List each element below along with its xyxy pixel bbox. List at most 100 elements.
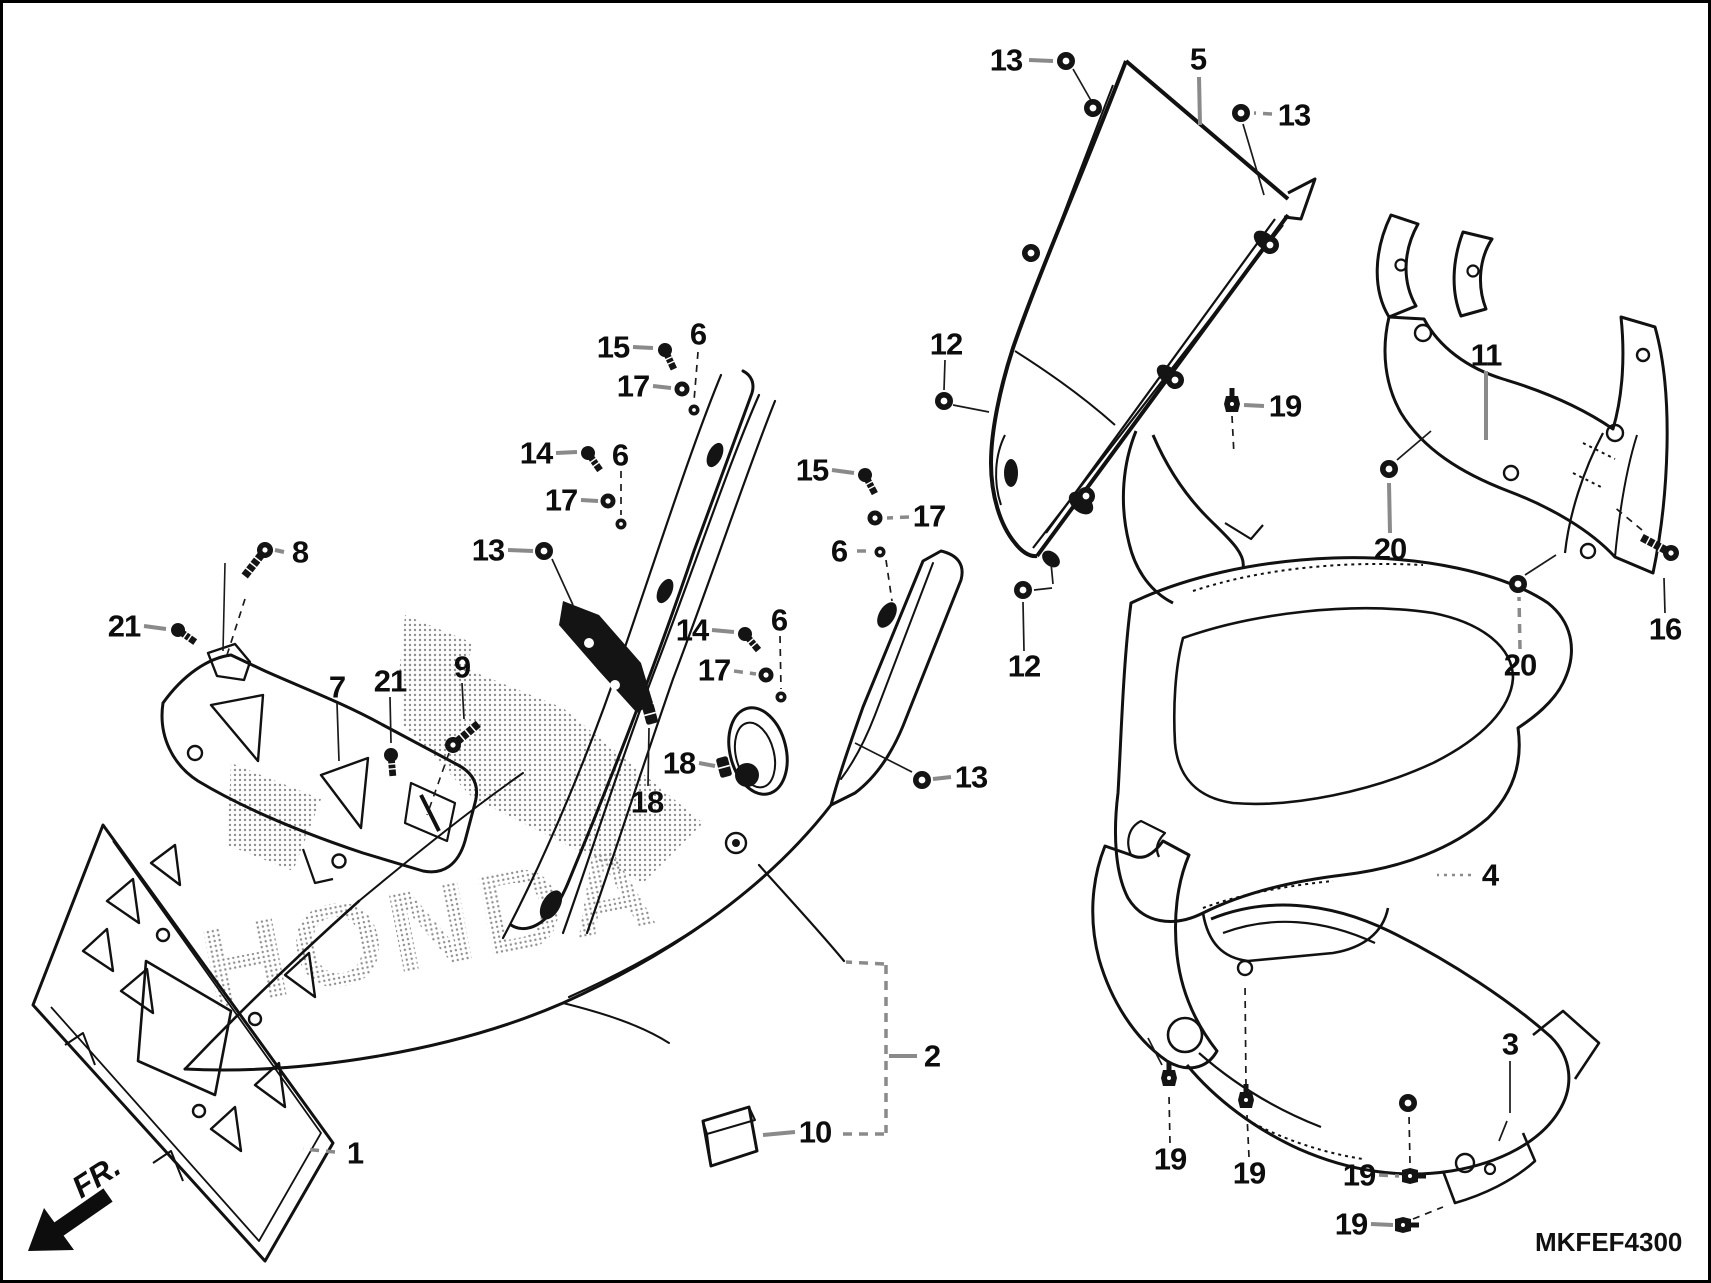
part-3-lower-cover xyxy=(1185,903,1601,1205)
callout-label-6-8: 6 xyxy=(689,316,707,352)
callout-label-13-21: 13 xyxy=(954,759,988,795)
callout-label-17-7: 17 xyxy=(616,368,650,404)
leader-line-19-32 xyxy=(1408,1114,1411,1164)
nut-icon xyxy=(1224,388,1240,412)
callout-label-19-32: 19 xyxy=(1342,1157,1376,1193)
leader-line-8-38 xyxy=(226,598,246,656)
leader-line-14-9 xyxy=(555,450,578,455)
part-2-front-cowl xyxy=(183,369,964,1072)
callout-label-5-1: 5 xyxy=(1189,41,1207,77)
leader-line-13-0 xyxy=(1072,68,1094,105)
leader-line-13-21 xyxy=(932,775,952,781)
grommet-icon xyxy=(1399,1094,1417,1112)
front-direction-arrow: FR. xyxy=(28,1148,127,1251)
nut-icon xyxy=(1395,1217,1419,1233)
leader-line-13-12 xyxy=(551,558,574,606)
callout-label-7-34: 7 xyxy=(328,669,346,705)
leader-line-1-39 xyxy=(302,1147,336,1154)
grommet-icon xyxy=(1080,95,1106,121)
leader-line-6-15 xyxy=(885,559,893,602)
leader-line-17-10 xyxy=(580,498,599,503)
callout-label-2-23: 2 xyxy=(923,1038,941,1074)
leader-line-18-20 xyxy=(698,761,716,768)
diagram-code: MKFEF4300 xyxy=(1535,1227,1683,1257)
leader-line-12-3 xyxy=(952,404,990,413)
leader-line-19-4 xyxy=(1243,403,1265,408)
callout-label-18-19: 18 xyxy=(630,784,664,820)
washer_sm-icon xyxy=(688,404,700,416)
callout-label-6-18: 6 xyxy=(770,602,788,638)
leader-line-19-33 xyxy=(1370,1222,1394,1227)
leader-line-19-30 xyxy=(1147,1037,1163,1066)
callout-label-16-27: 16 xyxy=(1648,611,1682,647)
callout-label-19-33: 19 xyxy=(1334,1206,1368,1242)
callout-label-19-31: 19 xyxy=(1232,1155,1266,1191)
callout-label-15-13: 15 xyxy=(795,452,829,488)
washer-icon xyxy=(674,381,690,397)
leader-line-19-4 xyxy=(1231,415,1235,456)
leader-line-19-33 xyxy=(1412,1206,1444,1220)
leader-line-3-29 xyxy=(1498,1120,1508,1142)
callout-label-17-14: 17 xyxy=(912,498,946,534)
callout-label-8-38: 8 xyxy=(291,534,309,570)
callout-label-14-9: 14 xyxy=(519,435,553,471)
leader-line-2-23 xyxy=(845,960,885,966)
grommet-icon xyxy=(535,542,553,560)
grommet-icon xyxy=(913,771,931,789)
leader-line-17-14 xyxy=(886,515,910,520)
callout-label-6-15: 6 xyxy=(830,533,848,569)
grommet-icon xyxy=(1057,52,1075,70)
exploded-view-drawing: HONDA xyxy=(28,52,1683,1263)
callout-label-21-36: 21 xyxy=(373,663,407,699)
leader-line-20-25 xyxy=(1387,482,1392,534)
leader-line-20-26 xyxy=(1517,596,1522,650)
callout-label-15-6: 15 xyxy=(596,329,630,365)
part-4-side-arm xyxy=(1091,819,1219,1070)
leader-line-14-16 xyxy=(711,628,735,634)
leader-line-19-32 xyxy=(1378,1173,1400,1178)
part-5-windscreen xyxy=(989,59,1317,568)
callout-label-13-0: 13 xyxy=(989,42,1023,78)
fr-arrow-icon xyxy=(28,1188,113,1251)
callout-label-20-26: 20 xyxy=(1503,647,1537,683)
nut-icon xyxy=(1238,1084,1254,1108)
leader-line-21-36 xyxy=(389,696,392,744)
leader-line-18-19 xyxy=(647,727,650,787)
leader-line-21-35 xyxy=(143,624,167,631)
part-7-stay-bracket xyxy=(160,642,479,885)
callout-label-6-11: 6 xyxy=(611,437,629,473)
leader-line-15-13 xyxy=(831,468,855,475)
screw-icon xyxy=(854,464,882,498)
grommet-icon xyxy=(1380,460,1398,478)
leader-line-19-31 xyxy=(1244,982,1247,1087)
callout-label-19-30: 19 xyxy=(1153,1141,1187,1177)
leader-line-16-27 xyxy=(1663,577,1666,614)
leader-line-12-22 xyxy=(1022,601,1025,652)
leader-line-15-6 xyxy=(632,345,654,350)
leader-line-17-7 xyxy=(652,384,672,390)
washer-icon xyxy=(758,667,774,683)
leader-line-13-21 xyxy=(854,742,913,773)
washer_sm-icon xyxy=(615,518,627,530)
leader-line-12-3 xyxy=(943,359,946,391)
callout-label-20-25: 20 xyxy=(1373,531,1407,567)
callout-label-21-35: 21 xyxy=(107,608,141,644)
callout-label-12-22: 12 xyxy=(1007,648,1041,684)
leader-line-6-8 xyxy=(693,351,699,402)
screw-icon xyxy=(654,339,681,373)
callout-label-19-4: 19 xyxy=(1268,388,1302,424)
screw-icon xyxy=(577,442,607,475)
leader-line-5-1 xyxy=(1197,76,1202,126)
leader-line-6-18 xyxy=(779,635,782,690)
leader-lines xyxy=(143,58,1666,1227)
callout-label-4-28: 4 xyxy=(1481,857,1499,893)
washer_sm-icon xyxy=(874,546,886,558)
leader-line-7-34 xyxy=(336,702,340,762)
part-4-inner-cover xyxy=(1114,430,1573,977)
leader-line-13-2 xyxy=(1242,123,1265,196)
callout-label-12-3: 12 xyxy=(929,326,963,362)
screw-icon xyxy=(382,746,401,778)
grommet-icon xyxy=(1232,104,1250,122)
leader-line-13-2 xyxy=(1253,111,1273,116)
